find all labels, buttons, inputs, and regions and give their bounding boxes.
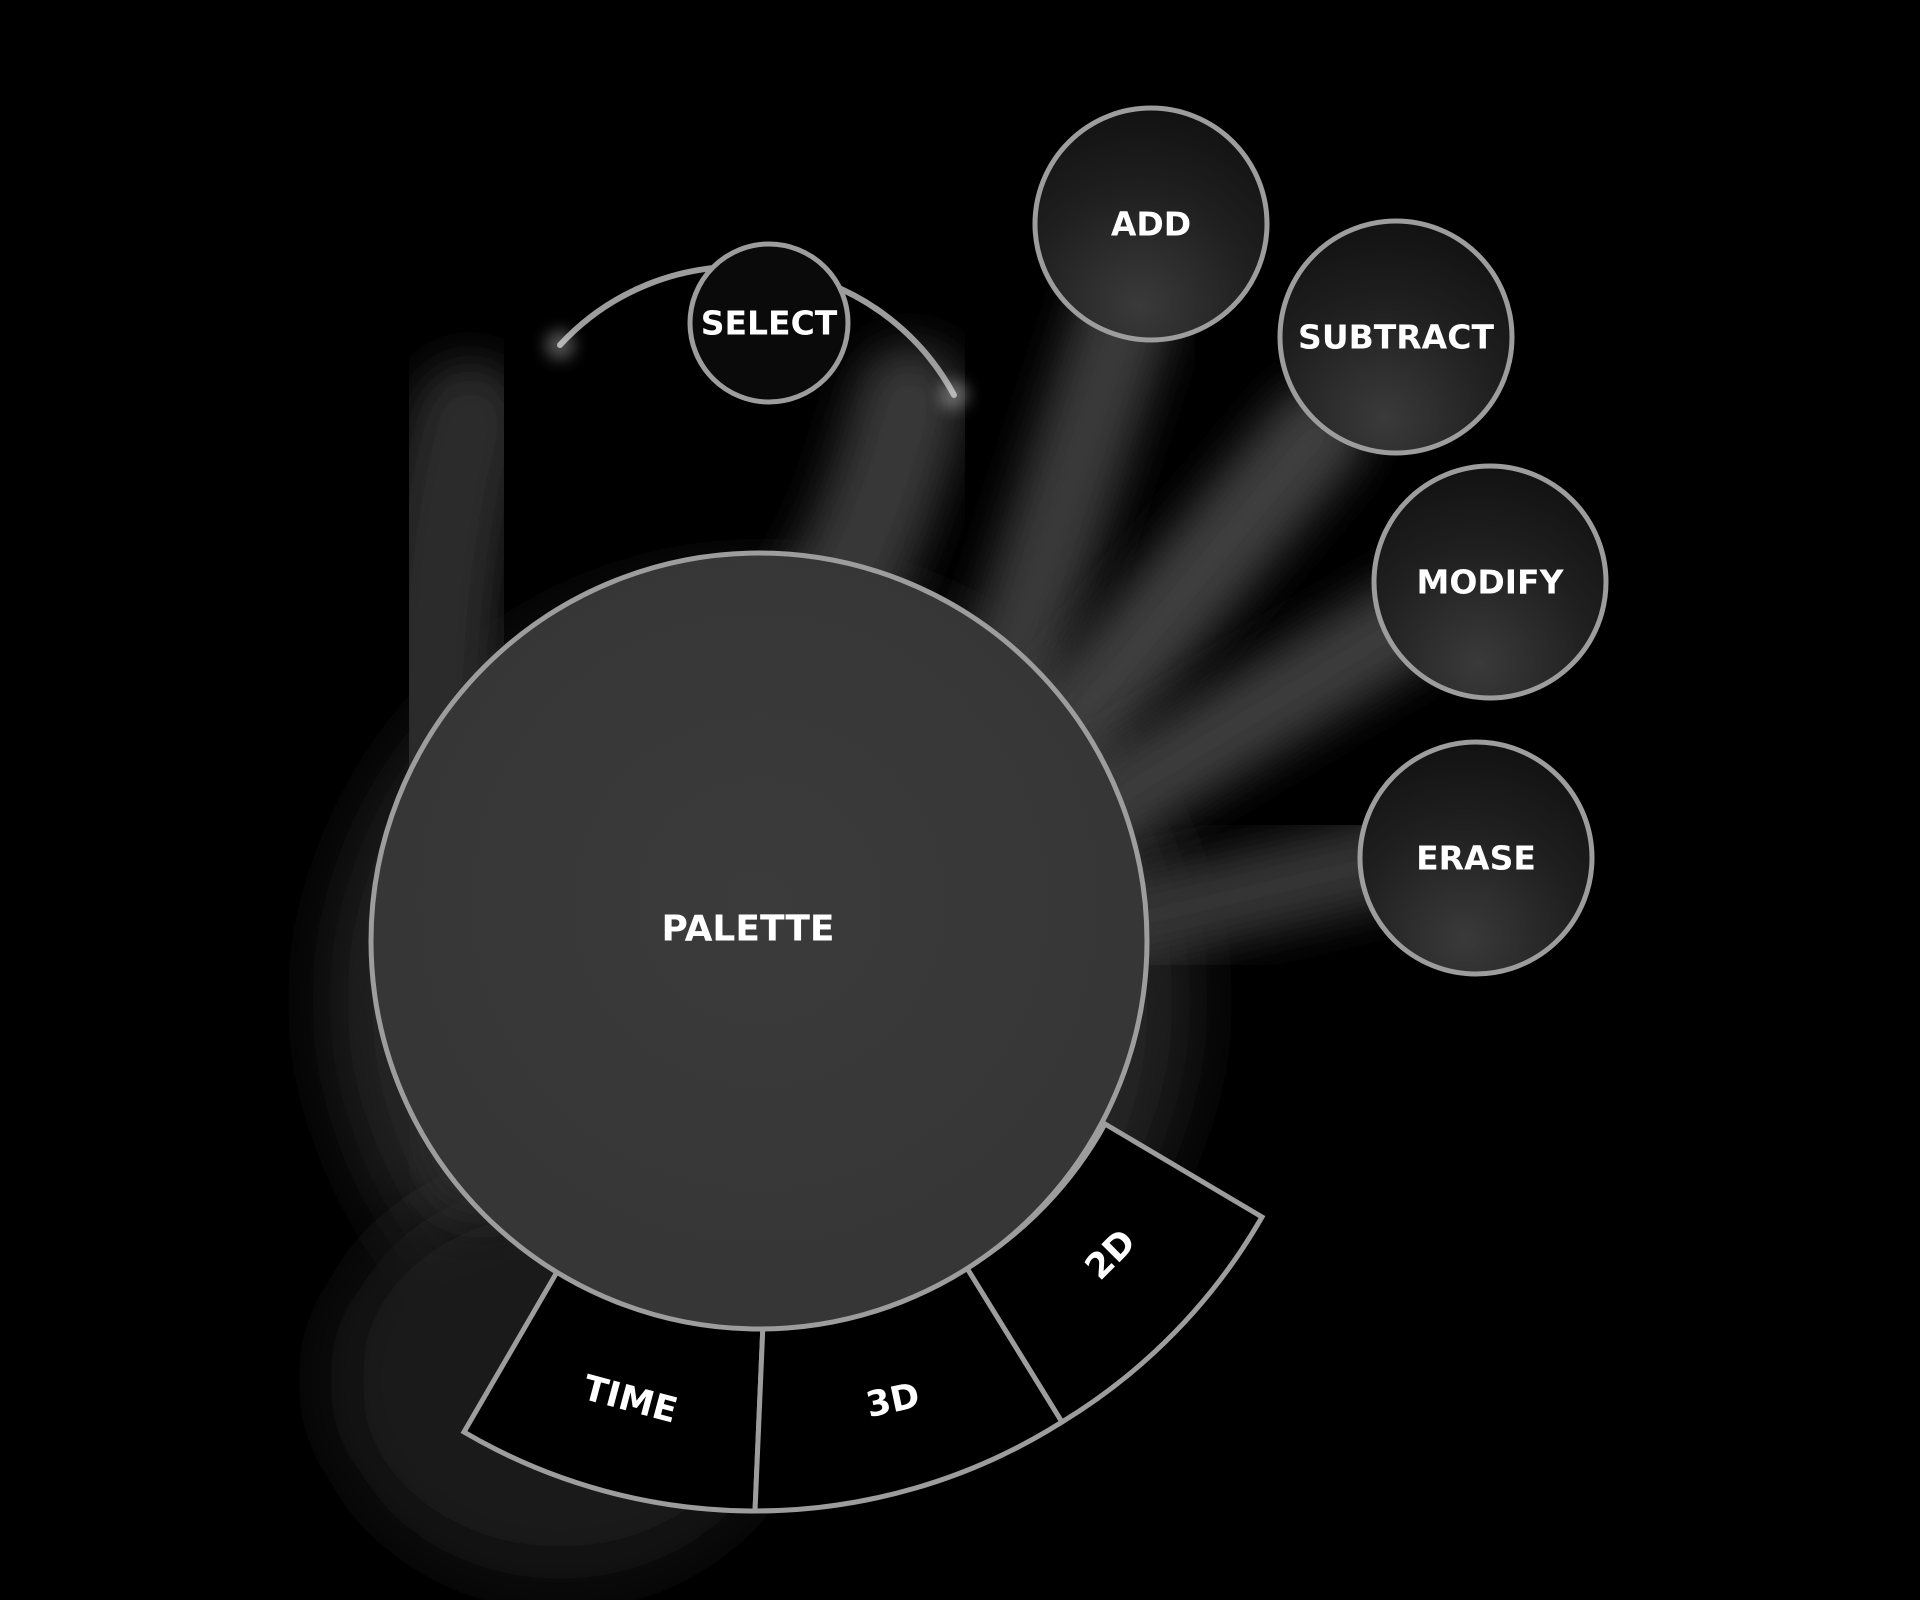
- subtract-label: SUBTRACT: [1298, 318, 1494, 357]
- modify-button[interactable]: MODIFY: [1371, 463, 1609, 701]
- erase-label: ERASE: [1416, 839, 1536, 878]
- palette-button[interactable]: PALETTE: [368, 550, 1150, 1332]
- add-label: ADD: [1111, 205, 1191, 244]
- select-label: SELECT: [701, 304, 838, 343]
- subtract-button[interactable]: SUBTRACT: [1277, 218, 1515, 456]
- select-button[interactable]: SELECT: [687, 241, 851, 405]
- mode-time-segment[interactable]: TIME: [460, 1268, 766, 1514]
- modify-label: MODIFY: [1416, 563, 1564, 602]
- palette-label: PALETTE: [661, 909, 834, 950]
- mode-selector: TIME 3D 2D: [460, 1120, 1266, 1514]
- erase-button[interactable]: ERASE: [1357, 739, 1595, 977]
- add-button[interactable]: ADD: [1032, 105, 1270, 343]
